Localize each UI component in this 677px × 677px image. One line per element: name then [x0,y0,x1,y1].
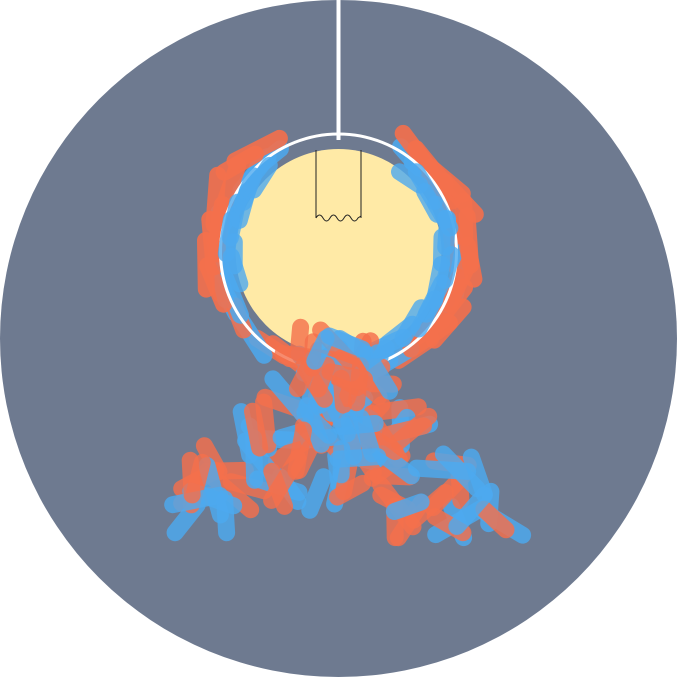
ring-particle [433,279,473,325]
stream-particle [321,363,374,388]
pile-particle [263,462,294,515]
stream-particle [329,448,387,468]
pile-particle [381,417,432,443]
pile-particle [222,473,273,500]
ring-particle [226,129,288,170]
stream-particle [358,345,398,400]
pile-particle [301,468,332,519]
stream-particle [289,318,310,362]
pile-particle [405,484,454,529]
stream-particle [296,403,338,444]
pile-particle [475,500,515,539]
pile-particle [373,445,420,485]
ring-particle [205,166,227,234]
ring-particle [402,314,458,358]
filament-icon [315,150,362,222]
stream-particle [320,327,371,358]
ring-particle [245,156,278,199]
pile-particle [244,402,269,457]
pile-particle [255,393,277,454]
pile-particle [385,493,430,520]
bulb-glass [235,149,442,355]
pile-particle [448,486,493,535]
stream-particle [306,329,335,370]
particles-front-layer [164,156,532,547]
pile-particle [216,490,236,542]
stream-particle [352,409,381,463]
pile-particle [329,474,371,506]
stream-particle [287,421,312,480]
pile-particle [434,445,486,498]
pile-particle [181,451,201,504]
